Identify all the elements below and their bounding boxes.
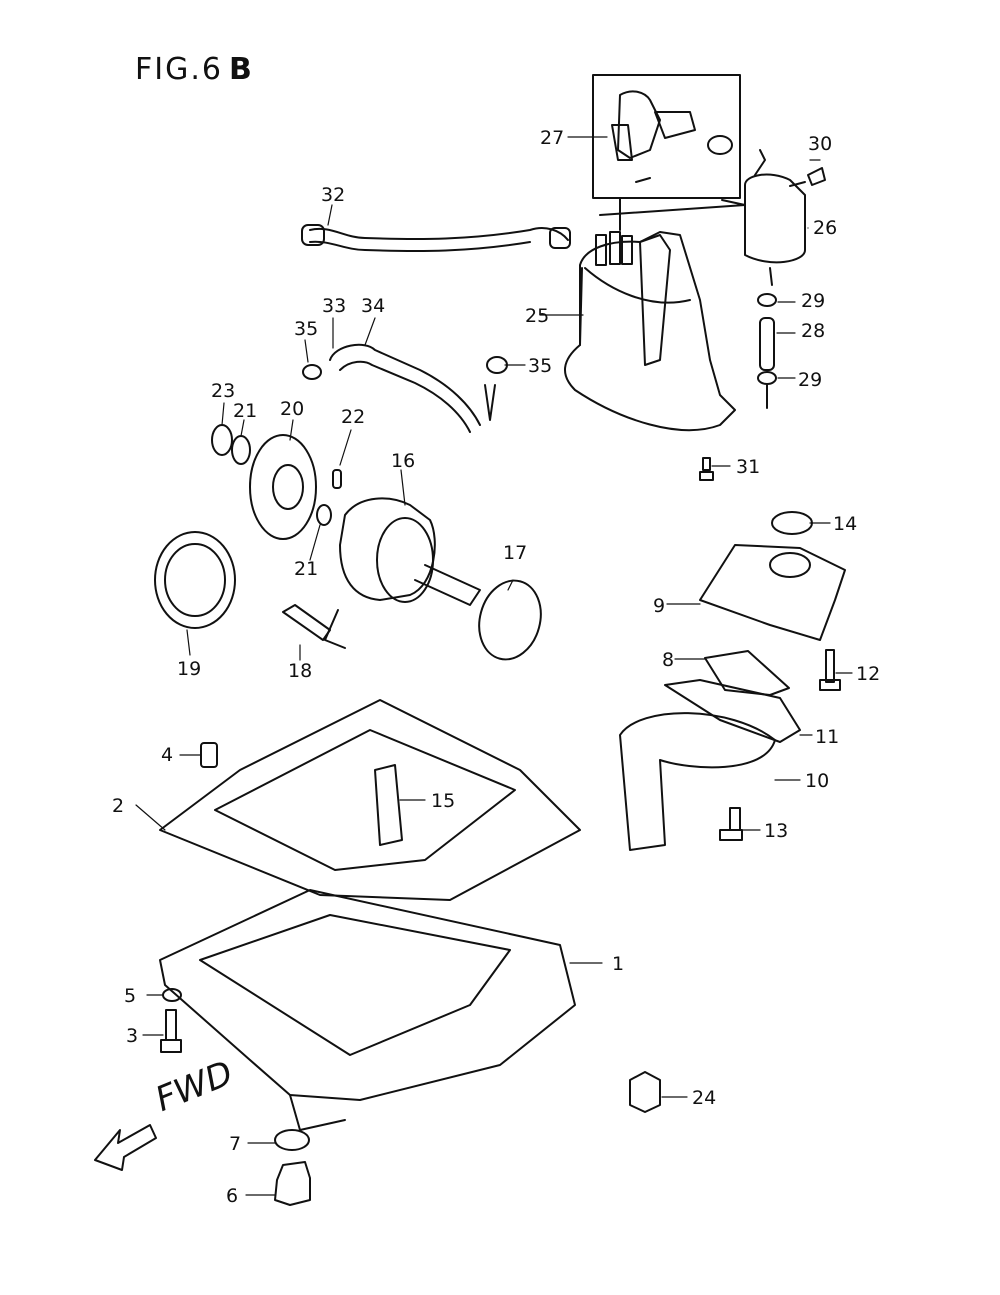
part-25-fuel-tank [564, 204, 746, 432]
callout-21-lower: 21 [294, 558, 319, 580]
callout-7: 7 [229, 1133, 242, 1155]
part-27-inset [592, 74, 741, 231]
callout-24: 24 [692, 1087, 717, 1109]
callout-3: 3 [126, 1025, 139, 1047]
callout-8: 8 [662, 649, 675, 671]
part-21-washer [231, 435, 251, 465]
callout-35-right: 35 [528, 355, 553, 377]
callout-14: 14 [833, 513, 858, 535]
callout-10: 10 [805, 770, 830, 792]
part-23-circlip [211, 424, 233, 456]
callout-31: 31 [736, 456, 761, 478]
leader-lines [135, 136, 853, 1196]
callout-12: 12 [856, 663, 881, 685]
part-28-29-hose-clamps [757, 293, 777, 409]
part-2-oil-pan-gasket [159, 699, 581, 901]
part-11-gasket [664, 679, 801, 743]
figure-number: FIG.6 [135, 52, 223, 87]
part-10-oil-strainer [619, 712, 776, 851]
callout-15: 15 [431, 790, 456, 812]
callout-13: 13 [764, 820, 789, 842]
callout-16: 16 [391, 450, 416, 472]
callout-18: 18 [288, 660, 313, 682]
part-31-bolt [699, 457, 714, 481]
part-18-bolt [282, 604, 346, 649]
callout-26: 26 [813, 217, 838, 239]
callout-28: 28 [801, 320, 826, 342]
part-30-screw [789, 167, 826, 187]
part-3-bolt [160, 1009, 182, 1053]
callout-2: 2 [112, 795, 125, 817]
part-33-34-hose [302, 343, 508, 433]
part-13-bolt [719, 807, 743, 841]
callout-9: 9 [653, 595, 666, 617]
callout-20: 20 [280, 398, 305, 420]
callout-17: 17 [503, 542, 528, 564]
callout-23: 23 [211, 380, 236, 402]
part-19-gear [154, 531, 236, 629]
callout-27: 27 [540, 127, 565, 149]
callout-33: 33 [322, 295, 347, 317]
figure-suffix: B [228, 52, 254, 87]
callout-5: 5 [124, 985, 137, 1007]
part-6-drain-plug [274, 1161, 311, 1206]
part-22-pin [332, 469, 342, 489]
callout-29-upper: 29 [801, 290, 826, 312]
callout-29-lower: 29 [798, 369, 823, 391]
forward-arrow-icon [94, 1124, 157, 1171]
callout-34: 34 [361, 295, 386, 317]
part-9-cover [699, 544, 846, 641]
callout-21-upper: 21 [233, 400, 258, 422]
part-17-strainer [478, 579, 542, 661]
callout-30: 30 [808, 133, 833, 155]
callout-11: 11 [815, 726, 840, 748]
part-4-dowel [200, 742, 218, 768]
callout-19: 19 [177, 658, 202, 680]
callout-22: 22 [341, 406, 366, 428]
callout-35-left: 35 [294, 318, 319, 340]
part-12-bolt [819, 649, 841, 691]
part-7-gasket [274, 1129, 310, 1151]
callout-4: 4 [161, 744, 174, 766]
part-16-oil-pump [316, 497, 481, 606]
part-20-sprocket [249, 434, 317, 540]
part-15-oil-jet [374, 764, 403, 846]
part-8-gasket [704, 650, 790, 696]
callout-6: 6 [226, 1185, 239, 1207]
part-14-o-ring [771, 511, 813, 535]
part-1-oil-pan [159, 889, 576, 1131]
callout-32: 32 [321, 184, 346, 206]
part-32-breather-hose [301, 224, 571, 253]
callout-25: 25 [525, 305, 550, 327]
part-26-fuel-filter [721, 149, 806, 286]
part-24-plug [629, 1071, 661, 1113]
callout-1: 1 [612, 953, 625, 975]
